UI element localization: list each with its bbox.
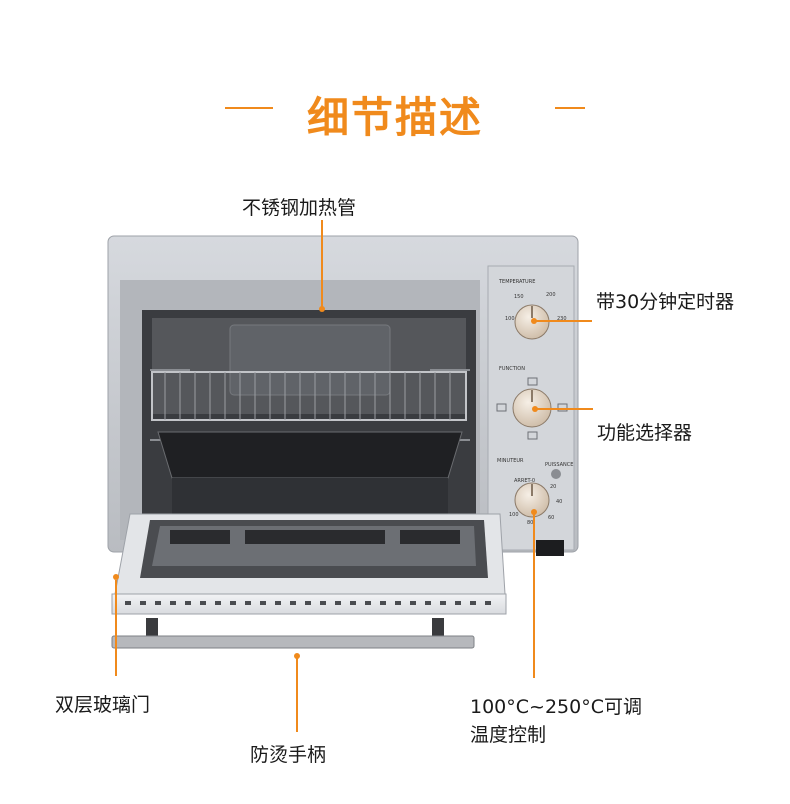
leader-dot-timer — [531, 318, 537, 324]
leader-dot-temperature — [531, 509, 537, 515]
puissance-panel-label: PUISSANCE — [545, 462, 574, 468]
function-panel-label: FUNCTION — [499, 366, 525, 372]
leader-handle — [296, 658, 298, 732]
timer-tick-60: 60 — [548, 515, 555, 521]
timer-knob — [514, 482, 550, 518]
leader-glass-door — [115, 580, 117, 676]
temp-tick-230: 230 — [557, 316, 567, 322]
callout-temperature-line1: 100°C~250°C可调 — [470, 696, 642, 718]
oven-door — [111, 513, 507, 649]
temp-tick-150: 150 — [514, 294, 524, 300]
callout-function-selector: 功能选择器 — [597, 422, 693, 444]
timer-tick-100: 100 — [509, 512, 519, 518]
timer-tick-40: 40 — [556, 499, 563, 505]
temp-tick-200: 200 — [546, 292, 556, 298]
callout-temperature-line2: 温度控制 — [470, 724, 547, 746]
leader-temperature — [533, 514, 535, 678]
callout-heating-tube: 不锈钢加热管 — [242, 197, 357, 219]
callout-timer: 带30分钟定时器 — [596, 291, 735, 313]
minuteur-panel-label: MINUTEUR — [497, 458, 524, 464]
timer-tick-arret: ARRET-0 — [514, 478, 536, 484]
temperature-panel-label: TEMPERATURE — [499, 279, 536, 285]
leader-dot-function-selector — [532, 406, 538, 412]
power-indicator — [551, 469, 561, 479]
timer-tick-80: 80 — [527, 520, 534, 526]
temp-tick-100: 100 — [505, 316, 515, 322]
leader-dot-glass-door — [113, 574, 119, 580]
leader-timer — [536, 320, 592, 322]
page-title: 细节描述 — [306, 93, 483, 142]
callout-glass-door: 双层玻璃门 — [55, 694, 151, 716]
title-line-left — [225, 107, 273, 109]
oven-cavity — [142, 310, 476, 540]
callout-handle: 防烫手柄 — [250, 744, 327, 766]
timer-tick-20: 20 — [550, 484, 557, 490]
title-line-right — [555, 107, 585, 109]
leader-dot-heating-tube — [319, 306, 325, 312]
leader-heating-tube — [321, 220, 323, 308]
leader-dot-handle — [294, 653, 300, 659]
leader-function-selector — [537, 408, 593, 410]
